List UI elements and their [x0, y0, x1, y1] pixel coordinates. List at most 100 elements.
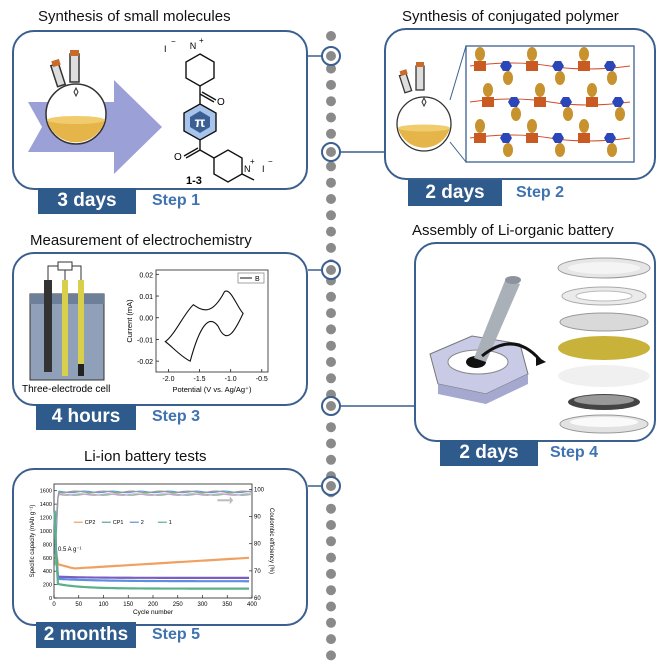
batt-ytick-right-label: 80	[254, 542, 261, 548]
polymer-unit-b	[604, 61, 616, 71]
timeline-dot	[326, 454, 336, 465]
batt-ce-curve	[54, 493, 253, 544]
pi-core-label: π	[195, 114, 206, 130]
batt-xtick-label: 300	[197, 602, 208, 608]
timeline-dot	[326, 422, 336, 433]
timeline-dot	[326, 552, 336, 563]
batt-capacity-curve	[53, 510, 250, 570]
step1-title: Synthesis of small molecules	[38, 8, 231, 25]
timeline-dot	[326, 161, 336, 172]
timeline-dot	[326, 79, 336, 90]
step1-label: Step 1	[152, 192, 201, 209]
batt-capacity-curve	[53, 510, 250, 579]
step4-illustration	[429, 257, 651, 434]
polymer-unit-a	[526, 133, 538, 143]
timeline-dot	[326, 210, 336, 221]
timeline-dot	[326, 650, 336, 661]
timeline-dot	[326, 438, 336, 449]
small-molecule-structure	[183, 53, 255, 183]
polymer-unit-a	[474, 61, 486, 71]
polymer-backbone	[469, 134, 631, 142]
polymer-unit-a	[586, 97, 598, 107]
batt-ytick-left-label: 200	[43, 583, 52, 589]
charge-minus-top: −	[171, 37, 176, 46]
polymer-backbone	[469, 98, 631, 106]
timeline-dot	[326, 177, 336, 188]
timeline-ring-dot	[326, 51, 336, 61]
atom-o-top: O	[217, 97, 225, 108]
step4-label: Step 4	[550, 444, 599, 461]
timeline-ring-dot	[326, 481, 336, 491]
timeline-dot	[326, 308, 336, 319]
cv-xtick-label: -0.5	[256, 376, 268, 383]
timeline-dot	[326, 31, 336, 41]
polymer-side-chain	[555, 143, 565, 157]
step2-panel	[384, 28, 656, 180]
batt-arrowhead	[229, 496, 234, 505]
three-electrode-cell-icon	[29, 261, 105, 381]
atom-o-bottom: O	[174, 152, 182, 163]
cv-xtick-label: -2.0	[162, 376, 174, 383]
timeline-dot	[326, 520, 336, 530]
cv-ytick-label: -0.01	[137, 337, 153, 344]
step2-title: Synthesis of conjugated polymer	[402, 8, 619, 25]
batt-xtick-label: 350	[222, 602, 233, 608]
batt-ytick-right-label: 60	[254, 596, 261, 602]
atom-n-bottom: N	[244, 164, 251, 174]
step2-illustration	[396, 45, 635, 163]
polymer-side-chain	[527, 47, 537, 61]
polymer-side-chain	[587, 83, 597, 97]
batt-xlabel: Cycle number	[133, 609, 174, 616]
batt-ytick-right-label: 100	[254, 487, 265, 493]
polymer-side-chain	[615, 107, 625, 121]
cv-ytick-label: 0.02	[139, 272, 153, 279]
timeline-dot	[326, 226, 336, 237]
polymer-side-chain	[503, 71, 513, 85]
polymer-side-chain	[527, 119, 537, 133]
polymer-side-chain	[579, 47, 589, 61]
batt-capacity-curve	[53, 510, 250, 590]
step3-title: Measurement of electrochemistry	[30, 232, 252, 249]
cv-ytick-label: -0.02	[137, 359, 153, 366]
batt-ytick-left-label: 1000	[40, 529, 52, 535]
batt-ytick-right-label: 90	[254, 515, 261, 521]
cv-plot-frame	[155, 269, 269, 373]
cv-ylabel: Current (mA)	[125, 299, 134, 343]
timeline-dot	[326, 128, 336, 139]
batt-legend-label: 1	[169, 520, 172, 526]
step1-illustration: π N + I − O O N + I − 1-3	[28, 36, 273, 187]
polymer-unit-a	[534, 97, 546, 107]
polymer-unit-b	[552, 133, 564, 143]
polymer-unit-b	[500, 61, 512, 71]
batt-legend-label: CP2	[85, 520, 96, 526]
timeline-dot	[326, 291, 336, 302]
batt-ytick-left-label: 1600	[40, 489, 52, 495]
step5-label: Step 5	[152, 626, 201, 643]
step3-duration-badge: 4 hours	[36, 404, 136, 430]
batt-ytick-left-label: 0	[49, 596, 52, 602]
polymer-unit-b	[500, 133, 512, 143]
polymer-side-chain	[475, 119, 485, 133]
batt-ylabel-right: Coulombic efficiency (%)	[268, 508, 274, 574]
batt-ce-curve	[54, 490, 253, 533]
timeline-dot	[326, 324, 336, 335]
polymer-side-chain	[607, 143, 617, 157]
batt-legend-label: 2	[141, 520, 144, 526]
polymer-backbone	[469, 62, 631, 70]
polymer-unit-a	[474, 133, 486, 143]
polymer-side-chain	[483, 83, 493, 97]
batt-ytick-left-label: 800	[43, 542, 52, 548]
atom-i-bottom: I	[262, 164, 265, 174]
polymer-unit-a	[482, 97, 494, 107]
charge-plus-bottom: +	[250, 157, 255, 166]
mortar-pestle-icon	[429, 276, 546, 404]
timeline-dot	[326, 585, 336, 596]
polymer-side-chain	[607, 71, 617, 85]
timeline-dot	[326, 112, 336, 123]
batt-xtick-label: 50	[75, 602, 82, 608]
step4-panel	[414, 242, 656, 442]
cv-xtick-label: -1.0	[225, 376, 237, 383]
polymer-side-chain	[579, 119, 589, 133]
